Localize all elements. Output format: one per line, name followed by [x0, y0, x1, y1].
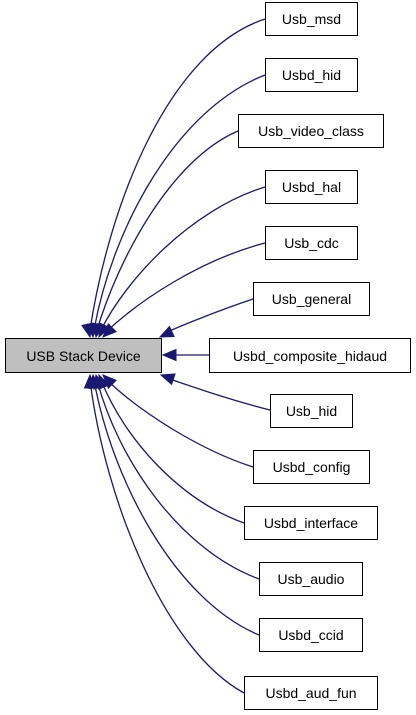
edge-usb-general: [162, 298, 254, 335]
edge-usbd-composite-hidaud-arrowhead: [161, 348, 177, 362]
edge-usbd-ccid: [93, 379, 260, 636]
node-usbd-aud-fun[interactable]: Usbd_aud_fun: [244, 676, 378, 710]
edge-usbd-hal: [100, 186, 266, 331]
node-usb-msd[interactable]: Usb_msd: [265, 2, 358, 36]
edge-usb-general-arrowhead: [158, 325, 175, 338]
edge-usb-video-class: [96, 130, 239, 331]
node-usbd-config[interactable]: Usbd_config: [253, 450, 370, 484]
node-usb-stack-device: USB Stack Device: [5, 338, 162, 373]
node-usb-hid[interactable]: Usb_hid: [270, 394, 353, 428]
edge-usbd-config: [106, 379, 254, 468]
edge-usb-cdc-arrowhead: [102, 323, 117, 338]
edge-usb-hid: [163, 376, 271, 411]
edge-usbd-aud-fun: [89, 379, 245, 694]
node-usbd-hid[interactable]: Usbd_hid: [265, 58, 358, 92]
node-usbd-interface[interactable]: Usbd_interface: [244, 506, 378, 540]
node-usbd-composite-hidaud[interactable]: Usbd_composite_hidaud: [209, 338, 411, 373]
node-usb-general[interactable]: Usb_general: [253, 282, 370, 316]
edge-usbd-aud-fun-arrowhead: [83, 373, 97, 389]
node-usb-cdc[interactable]: Usb_cdc: [265, 226, 358, 260]
edge-usb-audio: [96, 379, 260, 580]
node-usbd-hal[interactable]: Usbd_hal: [265, 170, 358, 204]
edge-usbd-interface: [100, 379, 245, 524]
edge-usb-msd: [89, 18, 266, 331]
node-usb-video-class[interactable]: Usb_video_class: [238, 114, 384, 148]
node-usbd-ccid[interactable]: Usbd_ccid: [259, 618, 363, 652]
edge-usbd-hid: [93, 74, 266, 331]
edge-usb-hid-arrowhead: [159, 373, 176, 386]
edge-usb-cdc: [105, 242, 266, 333]
node-usb-audio[interactable]: Usb_audio: [259, 562, 363, 596]
